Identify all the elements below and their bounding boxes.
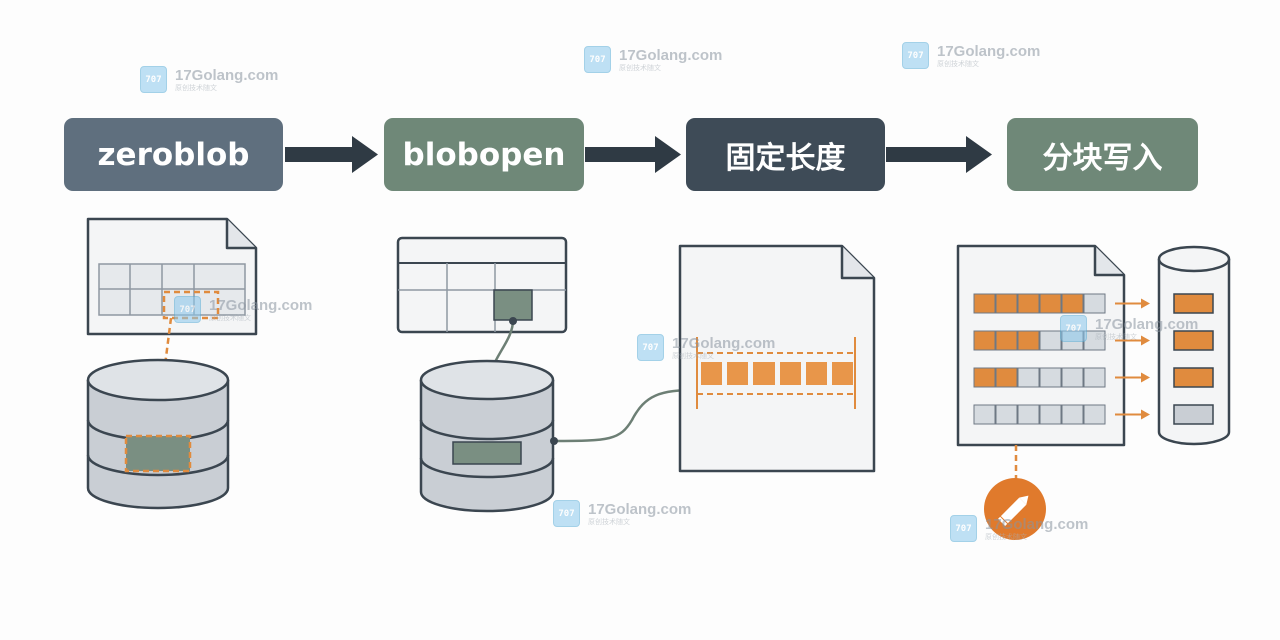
watermark-logo-icon: 707 (553, 500, 580, 527)
pencil-icon (984, 478, 1046, 540)
watermark-logo-icon: 707 (140, 66, 167, 93)
chunk-arrow-head (1141, 409, 1150, 420)
step-chunk-write: 分块写入 (1007, 118, 1198, 191)
step-zeroblob: zeroblob (64, 118, 283, 191)
written-chunk-cell (1017, 293, 1040, 314)
written-chunk-cell (973, 367, 996, 388)
written-chunk-cell (1017, 330, 1040, 351)
watermark-logo-icon: 707 (584, 46, 611, 73)
written-chunk-cell (973, 293, 996, 314)
step-fixed-length: 固定长度 (686, 118, 885, 191)
watermark-logo-icon: 707 (950, 515, 977, 542)
watermark-logo-icon: 707 (174, 296, 201, 323)
fixed-length-blocks (701, 362, 853, 385)
empty-chunk-cell (1083, 367, 1106, 388)
empty-chunk-cell (1083, 404, 1106, 425)
empty-chunk-cell (1039, 367, 1062, 388)
watermark-domain: 17Golang.com (672, 334, 776, 352)
empty-chunk-cell (1083, 293, 1106, 314)
connector-dot (509, 317, 517, 325)
watermark-domain: 17Golang.com (619, 46, 723, 64)
watermark-subtitle: 原创技术随文 (209, 313, 251, 322)
step-blobopen: blobopen (384, 118, 584, 191)
zeroblob-database-icon (86, 358, 230, 510)
watermark-subtitle: 原创技术随文 (985, 532, 1027, 541)
watermark-domain: 17Golang.com (985, 515, 1089, 533)
connector-dot (550, 437, 558, 445)
written-chunk-cell (995, 293, 1018, 314)
watermark-domain: 17Golang.com (937, 42, 1041, 60)
watermark-domain: 17Golang.com (1095, 315, 1199, 333)
written-chunk-cell (995, 367, 1018, 388)
zeroblob-document (86, 217, 258, 336)
blobopen-selected-cell (493, 289, 533, 321)
empty-chunk-cell (1017, 404, 1040, 425)
watermark-logo-icon: 707 (637, 334, 664, 361)
empty-chunk-cell (1039, 404, 1062, 425)
flow-arrow-3 (886, 136, 992, 173)
written-chunk-cell (973, 330, 996, 351)
watermark-domain: 17Golang.com (175, 66, 279, 84)
chunk-row (973, 404, 1106, 425)
watermark-domain: 17Golang.com (209, 296, 313, 314)
chunk-arrows (1115, 298, 1150, 420)
chunk-row (973, 367, 1106, 388)
chunk-row (973, 293, 1106, 314)
flow-arrow-2 (585, 136, 681, 173)
written-chunk-cell (1061, 293, 1084, 314)
flow-arrow-1 (285, 136, 378, 173)
target-blocks (1173, 293, 1214, 425)
watermark-subtitle: 原创技术随文 (1095, 332, 1137, 341)
empty-chunk-cell (995, 404, 1018, 425)
watermark-subtitle: 原创技术随文 (588, 517, 630, 526)
empty-chunk-cell (1061, 367, 1084, 388)
fixed-length-bracket (696, 337, 856, 409)
watermark-subtitle: 原创技术随文 (672, 351, 714, 360)
chunk-rows (973, 293, 1106, 425)
empty-chunk-cell (1039, 330, 1062, 351)
watermark-logo-icon: 707 (902, 42, 929, 69)
empty-chunk-cell (1061, 404, 1084, 425)
written-chunk-cell (995, 330, 1018, 351)
empty-chunk-cell (1017, 367, 1040, 388)
watermark-logo-icon: 707 (1060, 315, 1087, 342)
zeroblob-table-grid (98, 263, 246, 316)
watermark-subtitle: 原创技术随文 (619, 63, 661, 72)
chunk-arrow-head (1141, 298, 1150, 309)
chunk-arrow-head (1141, 335, 1150, 346)
blobopen-table (396, 236, 568, 334)
pending-chunk-block (1173, 404, 1214, 425)
chunk-arrow-head (1141, 372, 1150, 383)
fixed-length-document (678, 244, 876, 473)
blobopen-to-document-connector (552, 388, 698, 443)
written-chunk-cell (1039, 293, 1062, 314)
stored-chunk-block (1173, 293, 1214, 314)
stored-chunk-block (1173, 367, 1214, 388)
blobopen-database-icon (419, 359, 555, 513)
watermark-domain: 17Golang.com (588, 500, 692, 518)
watermark-subtitle: 原创技术随文 (937, 59, 979, 68)
stored-chunk-block (1173, 330, 1214, 351)
empty-chunk-cell (973, 404, 996, 425)
watermark-subtitle: 原创技术随文 (175, 83, 217, 92)
